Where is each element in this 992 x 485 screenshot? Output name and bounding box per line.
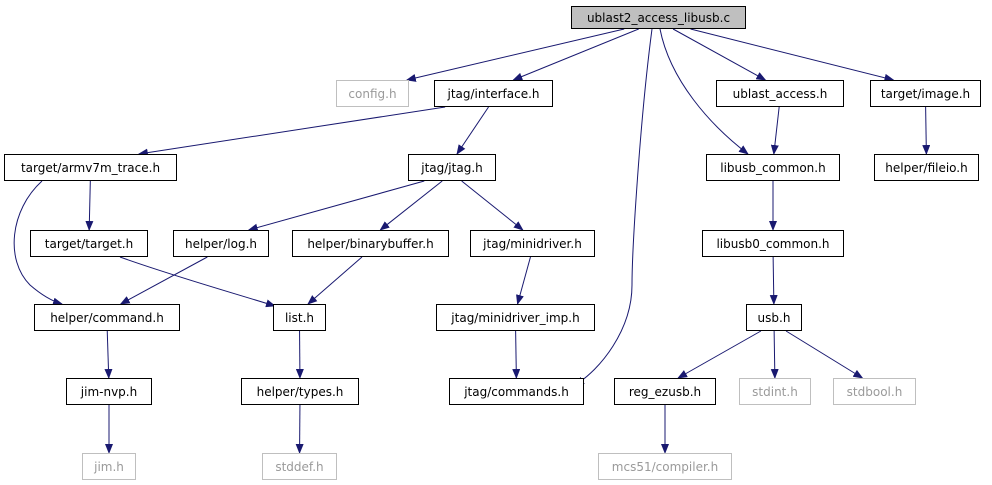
edge-jtag-interface-h-to-target-armv7m-trace-h: [137, 106, 446, 157]
node-jtag-minidriver-imp-h[interactable]: jtag/minidriver_imp.h: [436, 304, 595, 331]
edge-ublast2-access-libusb-c-to-jtag-interface-h: [512, 28, 639, 81]
node-target-image-h[interactable]: target/image.h: [870, 80, 981, 107]
edge-helper-binarybuffer-h-to-list-h: [307, 256, 363, 305]
node-ublast-access-h[interactable]: ublast_access.h: [716, 80, 844, 107]
node-helper-binarybuffer-h[interactable]: helper/binarybuffer.h: [292, 230, 449, 257]
node-helper-fileio-h[interactable]: helper/fileio.h: [874, 154, 979, 181]
node-mcs51-compiler-h[interactable]: mcs51/compiler.h: [598, 453, 732, 480]
node-jtag-jtag-h[interactable]: jtag/jtag.h: [408, 154, 496, 181]
node-jtag-minidriver-h[interactable]: jtag/minidriver.h: [470, 230, 595, 257]
edge-helper-command-h-to-jim-nvp-h: [104, 330, 113, 379]
node-stdbool-h[interactable]: stdbool.h: [833, 378, 916, 405]
edge-jtag-interface-h-to-jtag-jtag-h: [456, 106, 489, 155]
node-stddef-h[interactable]: stddef.h: [262, 453, 337, 480]
node-config-h[interactable]: config.h: [336, 80, 409, 107]
node-usb-h[interactable]: usb.h: [746, 304, 802, 331]
edge-target-image-h-to-helper-fileio-h: [922, 106, 931, 155]
edge-jtag-minidriver-h-to-jtag-minidriver-imp-h: [516, 256, 531, 305]
edge-jtag-minidriver-imp-h-to-jtag-commands-h: [512, 330, 521, 379]
edge-ublast2-access-libusb-c-to-jtag-commands-h: [574, 28, 653, 386]
node-jtag-commands-h[interactable]: jtag/commands.h: [449, 378, 584, 405]
node-jim-h[interactable]: jim.h: [82, 453, 136, 480]
node-stdint-h[interactable]: stdint.h: [739, 378, 811, 405]
edge-jtag-jtag-h-to-helper-binarybuffer-h: [379, 180, 443, 231]
edge-target-target-h-to-list-h: [119, 256, 276, 308]
edge-ublast2-access-libusb-c-to-target-image-h: [690, 28, 895, 82]
edge-jtag-jtag-h-to-jtag-minidriver-h: [461, 180, 524, 231]
edge-libusb0-common-h-to-usb-h: [769, 256, 778, 305]
edge-target-armv7m-trace-h-to-helper-command-h: [13, 180, 63, 306]
node-jtag-interface-h[interactable]: jtag/interface.h: [434, 80, 553, 107]
edge-target-armv7m-trace-h-to-target-target-h: [85, 180, 94, 231]
edge-ublast-access-h-to-libusb-common-h: [770, 106, 780, 155]
edge-ublast2-access-libusb-c-to-config-h: [405, 28, 625, 82]
node-libusb0-common-h[interactable]: libusb0_common.h: [702, 230, 844, 257]
node-jim-nvp-h[interactable]: jim-nvp.h: [66, 378, 152, 405]
node-helper-log-h[interactable]: helper/log.h: [173, 230, 269, 257]
node-reg-ezusb-h[interactable]: reg_ezusb.h: [614, 378, 716, 405]
node-helper-types-h[interactable]: helper/types.h: [241, 378, 359, 405]
node-list-h[interactable]: list.h: [273, 304, 326, 331]
edge-jtag-jtag-h-to-helper-log-h: [247, 180, 425, 232]
edge-ublast2-access-libusb-c-to-libusb-common-h: [659, 28, 749, 155]
edge-helper-log-h-to-helper-command-h: [119, 256, 208, 305]
edge-usb-h-to-stdint-h: [770, 330, 779, 379]
edge-ublast2-access-libusb-c-to-ublast-access-h: [672, 28, 767, 81]
node-libusb-common-h[interactable]: libusb_common.h: [706, 154, 840, 181]
node-ublast2-access-libusb-c[interactable]: ublast2_access_libusb.c: [571, 6, 746, 29]
node-helper-command-h[interactable]: helper/command.h: [34, 304, 180, 331]
node-target-armv7m-trace-h[interactable]: target/armv7m_trace.h: [4, 154, 177, 181]
edge-usb-h-to-reg-ezusb-h: [677, 330, 762, 379]
node-target-target-h[interactable]: target/target.h: [30, 230, 148, 257]
edge-usb-h-to-stdbool-h: [785, 330, 864, 379]
